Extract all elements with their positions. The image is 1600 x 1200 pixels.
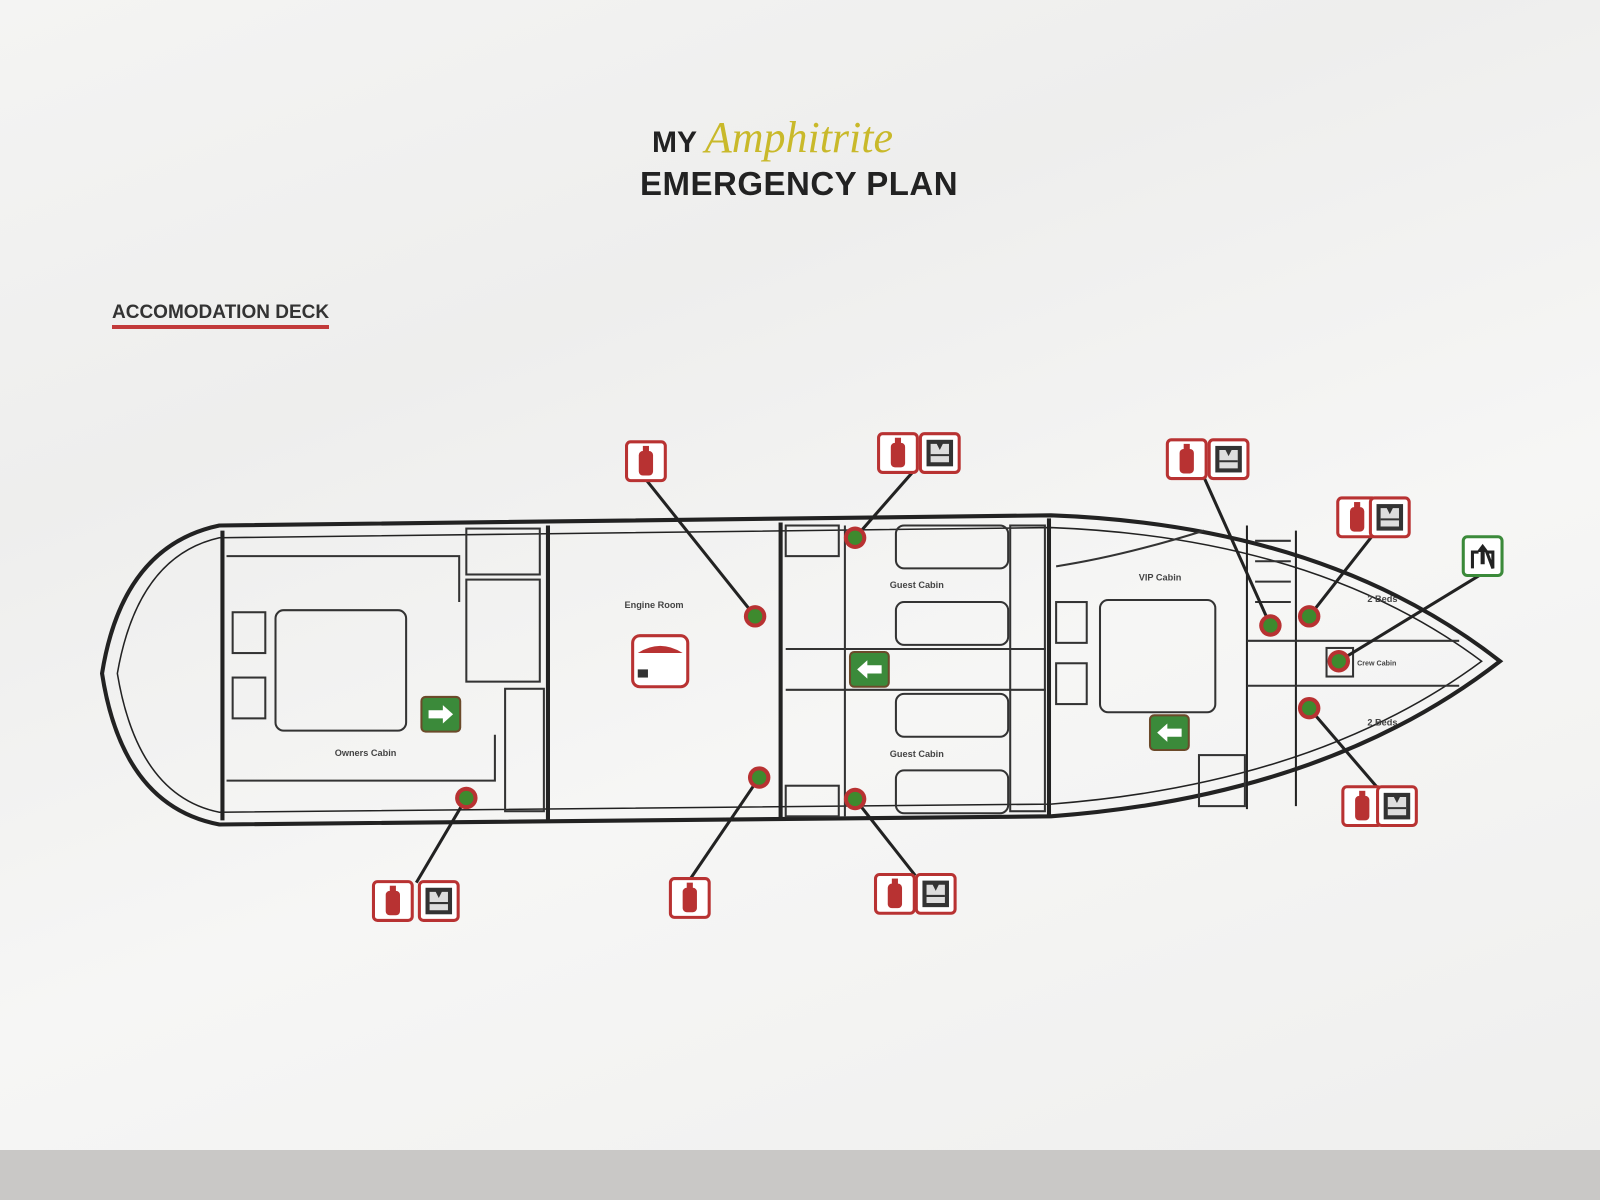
plan-subtitle: EMERGENCY PLAN — [640, 165, 959, 202]
fire-extinguisher-icon — [877, 432, 919, 474]
paper-sheet — [0, 0, 1600, 1150]
fire-extinguisher-icon — [668, 877, 711, 919]
marker-dot — [747, 766, 771, 789]
room-label-2-beds-2: 2 Beds — [1367, 718, 1397, 728]
life-jacket-icon — [914, 872, 957, 915]
hull-outline — [99, 513, 1504, 827]
emergency-exit-icon — [1461, 535, 1504, 578]
furniture-lines — [226, 524, 1460, 818]
room-label-crew-cabin: Crew Cabin — [1357, 659, 1396, 667]
fire-extinguisher-icon — [371, 880, 414, 922]
fire-extinguisher-icon — [1165, 438, 1208, 481]
room-label-engine-room: Engine Room — [624, 600, 683, 610]
marker-dot — [1259, 614, 1282, 637]
fire-extinguisher-icon — [1341, 785, 1384, 828]
life-jacket-icon — [1376, 785, 1418, 828]
exit-arrow-left-icon — [848, 651, 890, 688]
marker-dot — [843, 526, 867, 549]
marker-dot — [455, 786, 478, 810]
marker-dot — [843, 787, 867, 811]
fire-alarm-panel-icon — [631, 634, 690, 689]
title-prefix: MY — [652, 126, 697, 159]
marker-dot — [1297, 696, 1321, 720]
marker-dot — [1297, 605, 1321, 628]
room-label-vip-cabin: VIP Cabin — [1139, 573, 1182, 583]
fire-extinguisher-icon — [625, 440, 667, 483]
vessel-name: Amphitrite — [704, 113, 894, 162]
marker-dot — [743, 605, 767, 628]
life-jacket-icon — [918, 432, 961, 474]
exit-arrow-right-icon — [420, 695, 462, 733]
exit-arrow-left-icon — [1148, 714, 1190, 752]
life-jacket-icon — [417, 880, 460, 922]
vessel-title: MY Amphitrite — [652, 112, 893, 163]
marker-dot — [1327, 650, 1350, 673]
room-label-guest-cabin-1: Guest Cabin — [890, 580, 944, 590]
life-jacket-icon — [1207, 438, 1250, 481]
leader-lines — [415, 470, 1484, 884]
table-surface — [0, 1150, 1600, 1200]
deck-title: ACCOMODATION DECK — [112, 302, 330, 329]
fire-extinguisher-icon — [873, 872, 916, 915]
life-jacket-icon — [1368, 496, 1411, 539]
room-label-2-beds-1: 2 Beds — [1367, 594, 1397, 604]
room-label-owners-cabin: Owners Cabin — [335, 748, 397, 758]
room-label-guest-cabin-2: Guest Cabin — [890, 749, 944, 759]
